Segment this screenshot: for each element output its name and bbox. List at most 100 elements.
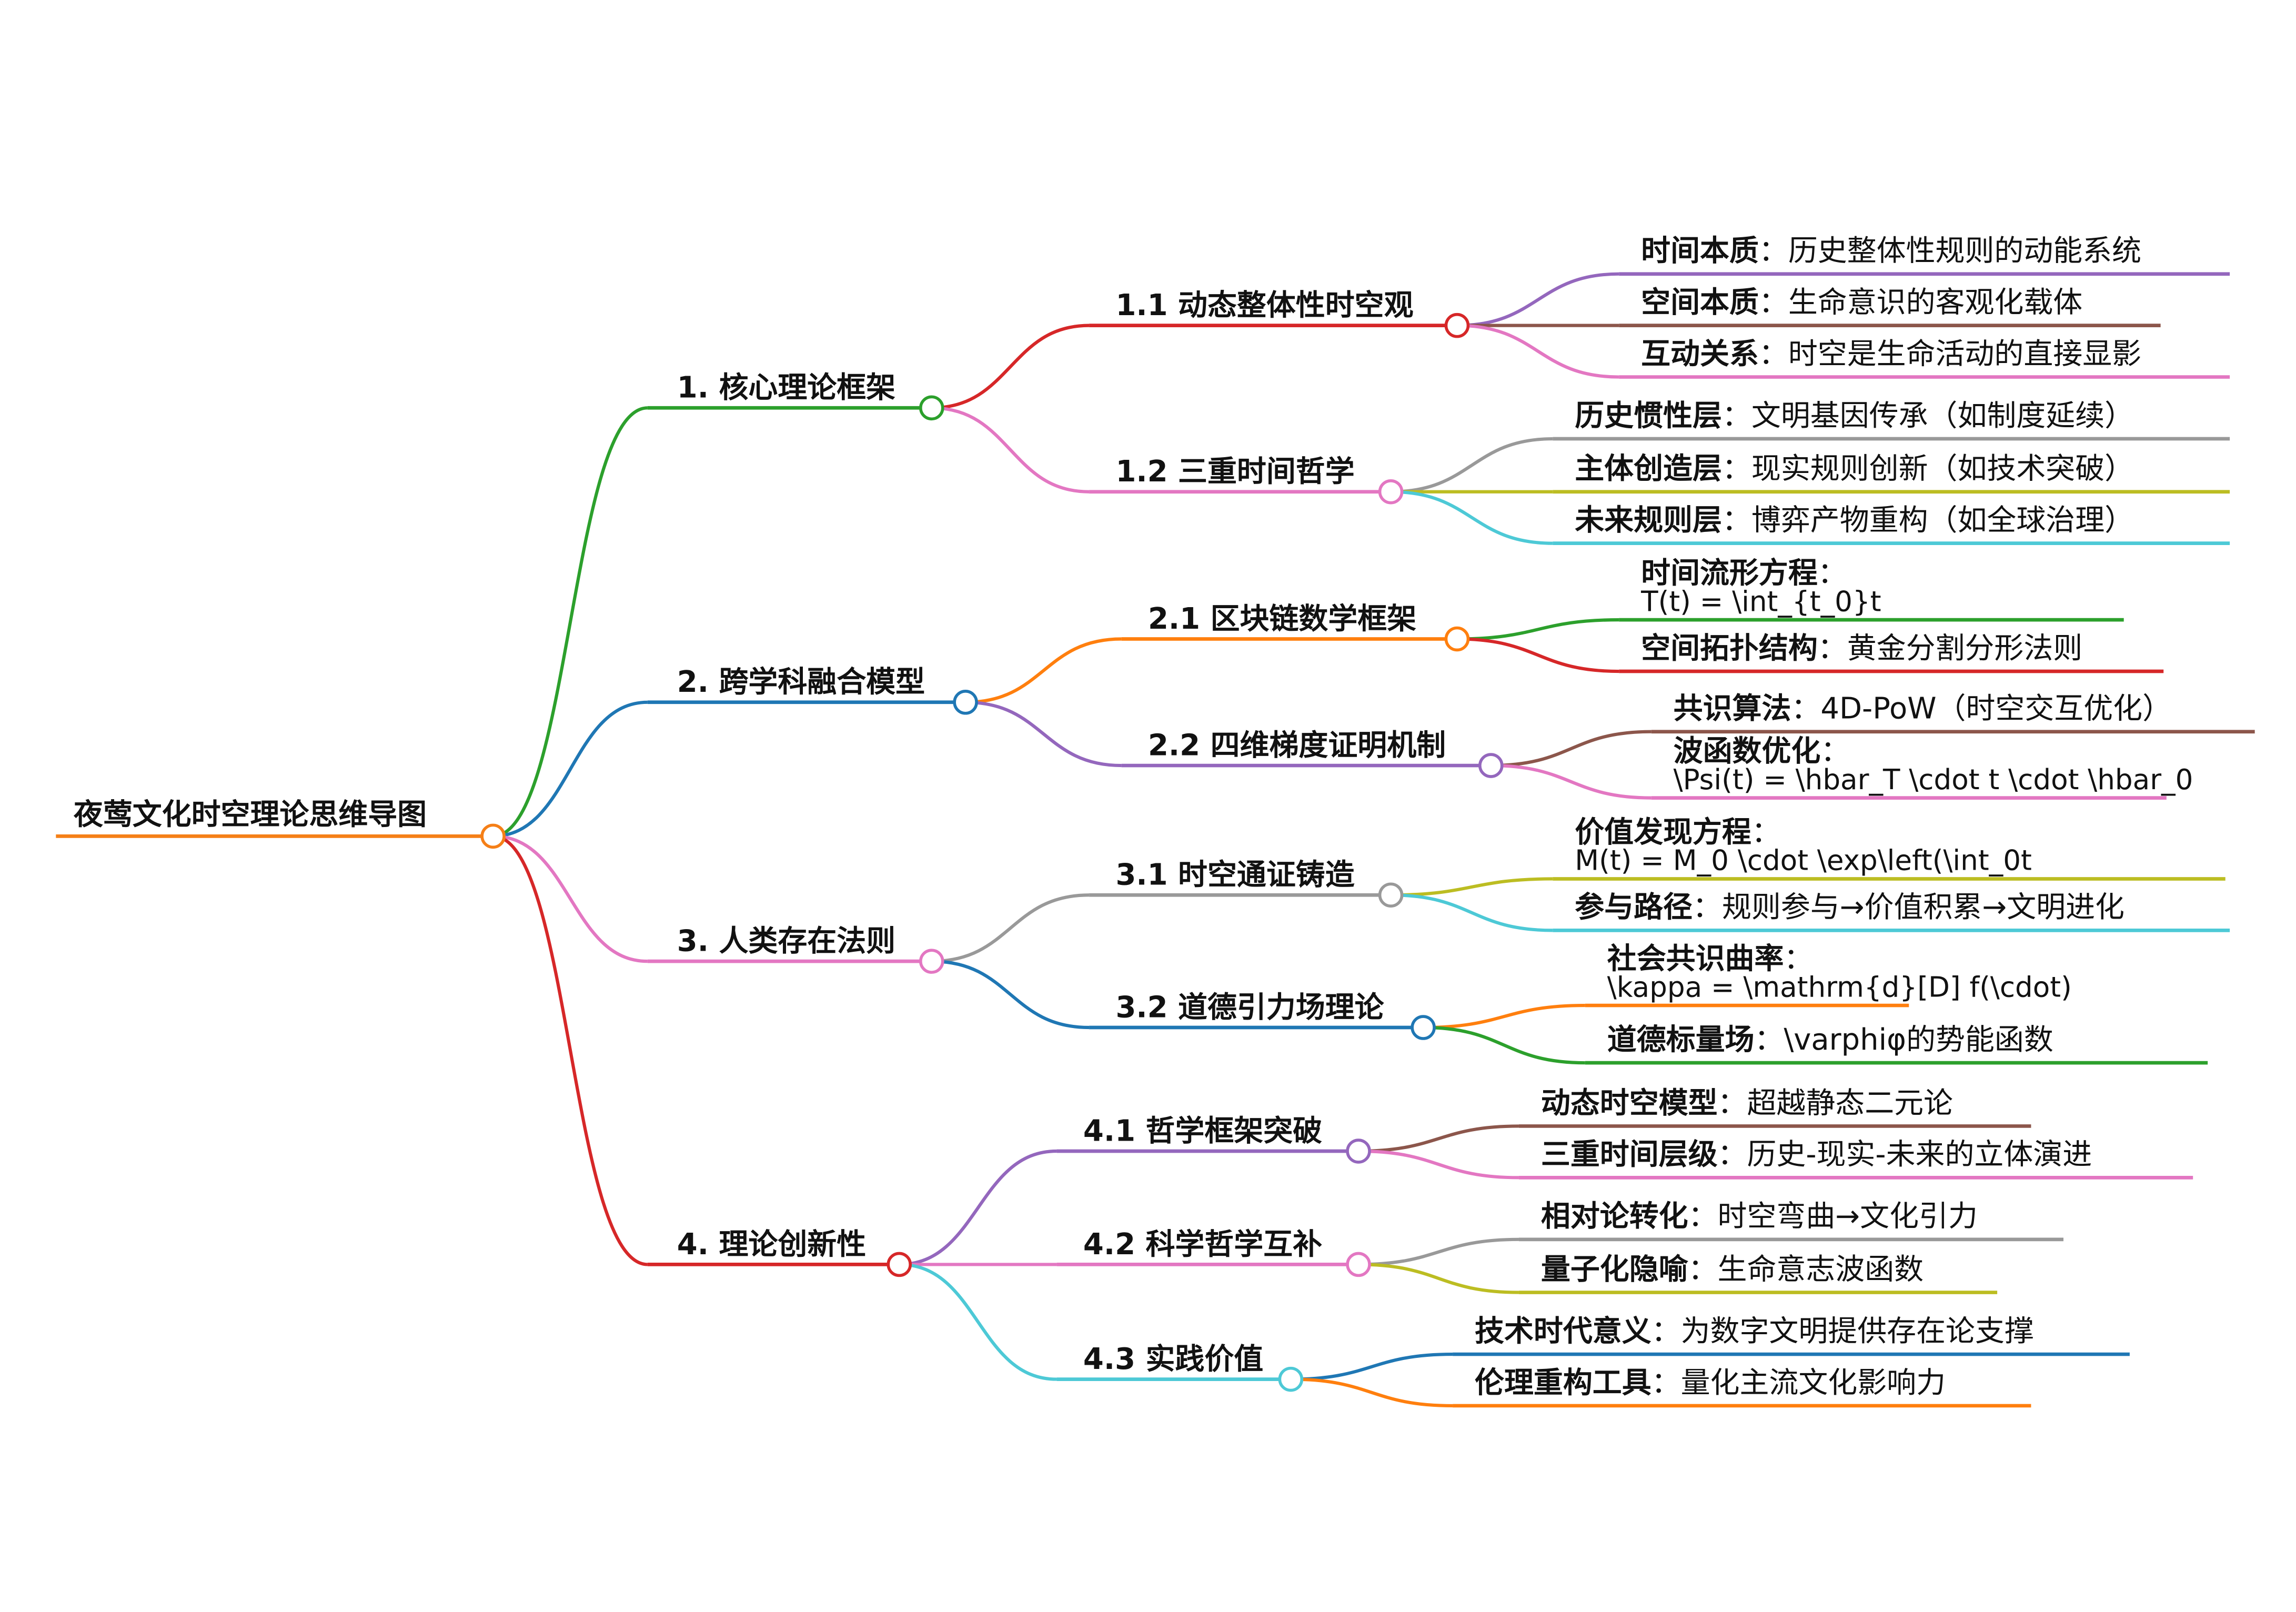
topic-connector [931,324,1090,410]
leaf-colon: ： [1818,631,1847,666]
leaf-colon: ： [1759,337,1788,371]
topic-label: 3.2 道德引力场理论 [1115,990,1384,1024]
leaf-connector [1491,730,1651,768]
leaf-colon: ： [1784,942,1813,976]
leaf-text: 参与路径：规则参与→价值积累→文明进化 [1575,890,2124,924]
leaf-key: 时间流形方程 [1641,556,1818,590]
leaf-text: 未来规则层：博弈产物重构（如全球治理） [1575,503,2134,537]
topic-label: 2.2 四维梯度证明机制 [1148,728,1446,762]
leaf-value: 历史-现实-未来的立体演进 [1747,1137,2092,1172]
leaf-value: 生命意识的客观化载体 [1788,285,2082,319]
leaf-value: 生命意志波函数 [1718,1252,1924,1286]
topic-collapse-node[interactable] [1444,626,1470,652]
leaf-text: 价值发现方程： [1575,815,1781,850]
topic-collapse-node[interactable] [1278,1366,1304,1392]
topic-collapse-node[interactable] [1411,1015,1436,1040]
leaf-formula: T(t) = \int_{t_0}t [1640,585,1881,618]
leaf-text: 空间本质：生命意识的客观化载体 [1641,285,2082,319]
leaf-value: 时空弯曲→文化引力 [1718,1200,1978,1234]
leaf-connector [1391,893,1553,932]
branch-collapse-node[interactable] [919,949,944,974]
leaf-connector [1391,490,1553,545]
topic-label: 2.1 区块链数学框架 [1148,602,1416,636]
branch-collapse-node[interactable] [953,690,978,715]
branch-label: 4. 理论创新性 [677,1227,866,1262]
leaf-text: 空间拓扑结构：黄金分割分形法则 [1641,631,2082,666]
leaf-colon: ： [1651,1314,1681,1348]
leaf-value: 黄金分割分形法则 [1847,631,2083,666]
topic-connector [931,960,1090,1030]
leaf-formula: \kappa = \mathrm{d}[D] f(\cdot) [1607,971,2072,1003]
leaf-key: 时间本质 [1641,234,1759,268]
branch-collapse-node[interactable] [887,1252,912,1277]
leaf-colon: ： [1755,1023,1784,1057]
topic-connector [899,1149,1057,1266]
leaf-value: 为数字文明提供存在论支撑 [1681,1314,2034,1348]
leaf-value: \varphiφ的势能函数 [1784,1023,2053,1057]
leaf-text: 道德标量场：\varphiφ的势能函数 [1607,1023,2053,1057]
leaf-text: 伦理重构工具：量化主流文化影响力 [1475,1366,1946,1400]
leaf-key: 相对论转化 [1541,1200,1688,1234]
leaf-colon: ： [1759,285,1788,319]
branch-label: 1. 核心理论框架 [677,371,895,405]
leaf-colon: ： [1688,1252,1718,1286]
leaf-colon: ： [1688,1200,1718,1234]
leaf-key: 伦理重构工具 [1475,1366,1651,1400]
leaf-key: 共识算法 [1674,692,1791,726]
leaf-colon: ： [1791,692,1820,726]
leaf-text: 共识算法：4D-PoW（时空交互优化） [1674,692,2172,726]
leaf-connector [1358,1263,1519,1294]
topic-collapse-node[interactable] [1444,313,1470,338]
root-title: 夜莺文化时空理论思维导图 [73,798,427,832]
leaf-key: 道德标量场 [1607,1023,1755,1057]
leaf-connector [1291,1377,1453,1408]
leaf-connector [1358,1237,1519,1266]
topic-connector [899,1263,1057,1381]
leaf-text: 历史惯性层：文明基因传承（如制度延续） [1575,399,2134,433]
leaf-connector [1491,763,1651,800]
branch-collapse-node[interactable] [919,395,944,421]
root-collapse-node[interactable] [480,823,506,849]
leaf-value: 博弈产物重构（如全球治理） [1751,503,2134,537]
leaf-key: 主体创造层 [1575,452,1722,486]
leaf-connector [1391,877,1553,897]
leaf-key: 社会共识曲率 [1607,942,1784,976]
leaf-key: 历史惯性层 [1575,399,1722,433]
leaf-colon: ： [1693,890,1722,924]
leaf-key: 技术时代意义 [1475,1314,1651,1348]
topic-label: 1.2 三重时间哲学 [1115,455,1354,489]
leaf-text: 时间流形方程： [1641,556,1847,590]
leaf-colon: ： [1651,1366,1681,1400]
leaf-colon: ： [1820,734,1850,769]
leaf-text: 三重时间层级：历史-现实-未来的立体演进 [1541,1137,2092,1172]
leaf-key: 三重时间层级 [1541,1137,1718,1172]
topic-label: 4.2 科学哲学互补 [1083,1227,1322,1262]
leaf-colon: ： [1722,452,1751,486]
leaf-connector [1457,272,1619,327]
topic-collapse-node[interactable] [1346,1139,1371,1164]
leaf-text: 波函数优化： [1674,734,1850,769]
branch-label: 2. 跨学科融合模型 [677,665,925,699]
topic-collapse-node[interactable] [1378,479,1404,505]
leaf-text: 技术时代意义：为数字文明提供存在论支撑 [1475,1314,2034,1348]
branch-connector [493,406,648,838]
leaf-value: 4D-PoW（时空交互优化） [1820,692,2172,726]
leaf-connector [1457,637,1619,673]
leaf-text: 主体创造层：现实规则创新（如技术突破） [1575,452,2134,486]
leaf-connector [1358,1149,1519,1180]
topic-connector [931,893,1090,963]
topic-label: 3.1 时空通证铸造 [1115,858,1354,892]
topic-collapse-node[interactable] [1346,1252,1371,1277]
leaf-key: 价值发现方程 [1575,815,1751,850]
leaf-key: 动态时空模型 [1541,1086,1718,1120]
leaf-connector [1423,1003,1585,1030]
leaf-key: 互动关系 [1641,337,1759,371]
topic-collapse-node[interactable] [1478,753,1504,778]
leaf-connector [1358,1124,1519,1153]
topic-collapse-node[interactable] [1378,882,1404,908]
branch-connector [493,834,648,1266]
leaf-text: 时间本质：历史整体性规则的动能系统 [1641,234,2141,268]
leaf-value: 量化主流文化影响力 [1681,1366,1946,1400]
leaf-key: 波函数优化 [1674,734,1821,769]
